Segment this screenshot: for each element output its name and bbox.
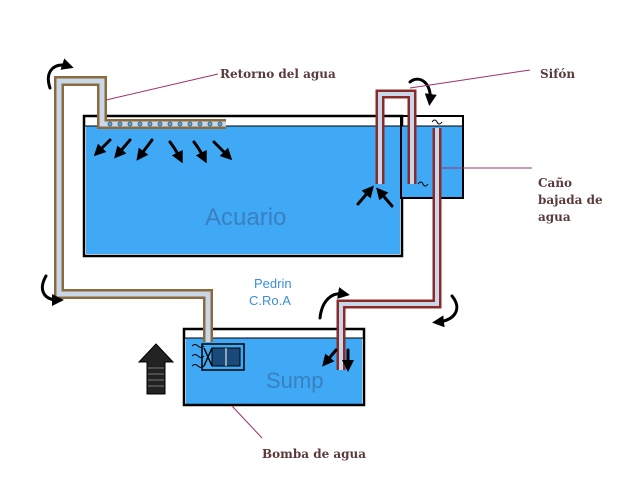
flow-arrow-top-left xyxy=(47,58,74,90)
label-pedrin: Pedrin xyxy=(254,276,292,291)
water-pump-icon xyxy=(201,343,245,371)
aquarium-flow-arrows xyxy=(93,138,394,372)
flow-arrow-left-lower xyxy=(41,274,64,306)
label-sifon: Sifón xyxy=(540,67,575,81)
label-bomba: Bomba de agua xyxy=(262,447,366,461)
spray-bar-holes xyxy=(107,121,223,127)
flow-arrow-siphon-top xyxy=(408,77,437,106)
label-cano-1: Caño xyxy=(538,176,572,190)
return-pipe xyxy=(54,76,226,342)
pointer-lines xyxy=(105,69,532,439)
label-croa: C.Ro.A xyxy=(249,293,291,308)
label-cano-3: agua xyxy=(538,210,571,224)
flow-arrow-drain-right xyxy=(432,294,459,328)
drain-pipe xyxy=(336,128,442,370)
water-ripple-icons xyxy=(191,119,443,368)
label-sump: Sump xyxy=(266,368,323,393)
flow-arrows xyxy=(41,58,459,328)
aquarium-tank xyxy=(82,114,404,258)
label-cano-2: bajada de xyxy=(538,193,603,207)
label-acuario: Acuario xyxy=(205,204,286,231)
siphon-pipe xyxy=(375,89,417,184)
flow-arrow-sump-entry xyxy=(318,287,350,320)
pump-up-arrow-icon xyxy=(137,343,175,395)
label-retorno: Retorno del agua xyxy=(220,67,336,81)
